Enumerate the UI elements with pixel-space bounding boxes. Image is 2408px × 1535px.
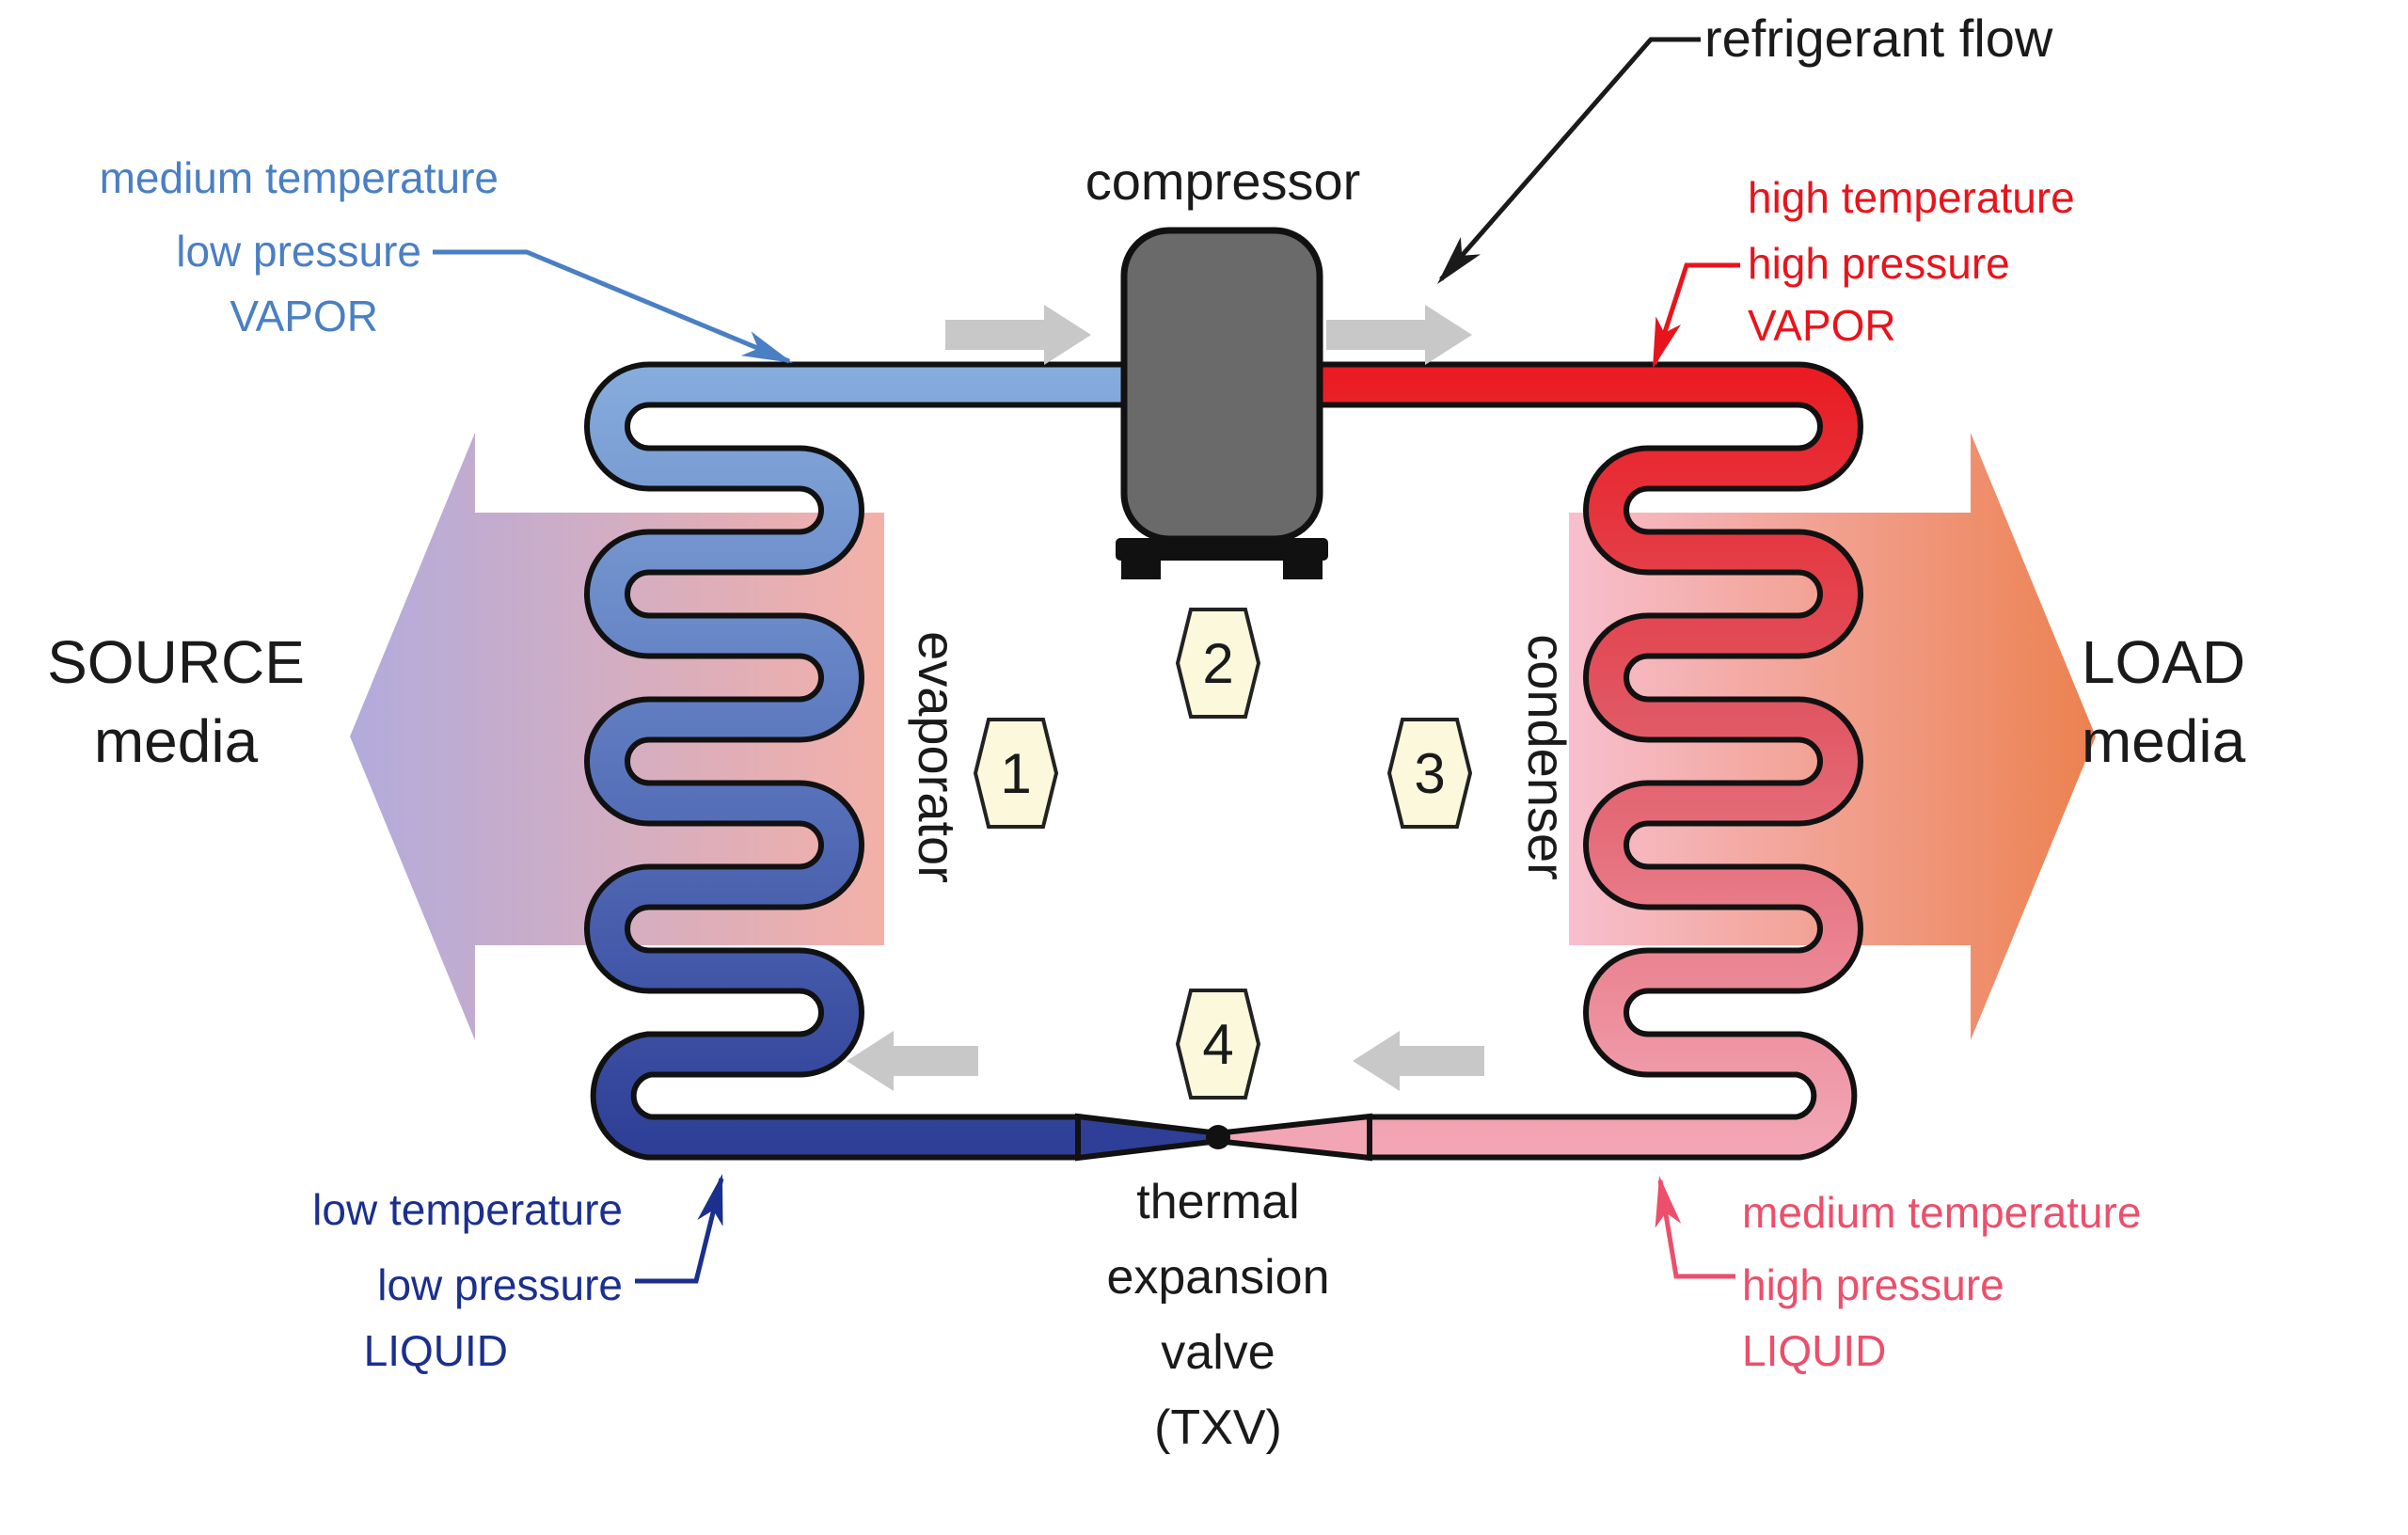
txv-line2: expansion: [1106, 1250, 1329, 1305]
discharge-state-label: high temperature high pressure VAPOR: [1748, 173, 2075, 350]
compressor-label: compressor: [1085, 151, 1361, 211]
cycle-point-2-badge: 2: [1175, 608, 1261, 719]
liquid-medium-line1: medium temperature: [1742, 1188, 2141, 1237]
condenser-coil: [1223, 367, 1858, 1155]
leader-line-refrigerant-flow: [1439, 37, 1701, 281]
txv-line3: valve: [1161, 1325, 1275, 1380]
compressor-body: [1120, 227, 1323, 543]
cycle-point-2-number: 2: [1202, 632, 1233, 695]
cycle-point-3-number: 3: [1414, 742, 1445, 805]
source-line2: media: [94, 707, 259, 775]
compressor-base-bar: [1116, 538, 1328, 561]
txv-line4: (TXV): [1154, 1400, 1282, 1455]
cycle-point-1-number: 1: [1000, 742, 1031, 805]
flow-left-arrow-icon: [847, 1031, 978, 1091]
suction-state-label: medium temperature low pressure VAPOR: [100, 153, 499, 340]
leader-arrow-icon: [1655, 1176, 1682, 1228]
liquid-low-state-label: low temperature low pressure LIQUID: [312, 1185, 623, 1375]
condenser-label: condenser: [1517, 634, 1576, 880]
leader-line-liquid-low: [635, 1178, 724, 1284]
liquid-medium-state-label: medium temperature high pressure LIQUID: [1742, 1188, 2141, 1375]
suction-line3: VAPOR: [230, 292, 378, 340]
load-line2: media: [2082, 707, 2246, 775]
liquid-medium-line2: high pressure: [1742, 1260, 2004, 1309]
txv-liquid-low-taper: [1075, 1113, 1214, 1162]
liquid-low-line3: LIQUID: [364, 1326, 508, 1375]
evaporator-label: evaporator: [908, 631, 967, 883]
liquid-low-line1: low temperature: [312, 1185, 623, 1234]
cycle-point-1-badge: 1: [973, 718, 1059, 829]
cycle-point-4-number: 4: [1202, 1013, 1233, 1076]
load-media-label: LOAD media: [2082, 628, 2246, 775]
liquid-medium-line3: LIQUID: [1742, 1326, 1886, 1375]
cycle-point-3-badge: 3: [1386, 718, 1473, 829]
suction-line2: low pressure: [176, 227, 421, 276]
leader-arrow-icon: [740, 331, 793, 363]
flow-right-arrow-icon: [945, 305, 1091, 365]
discharge-line3: VAPOR: [1748, 301, 1896, 350]
flow-left-arrow-icon: [1353, 1031, 1484, 1091]
cycle-point-4-badge: 4: [1175, 989, 1261, 1100]
source-line1: SOURCE: [47, 628, 305, 696]
load-line1: LOAD: [2082, 628, 2245, 696]
leader-arrow-icon: [697, 1174, 723, 1226]
txv-liquid-medium-taper: [1222, 1113, 1372, 1162]
txv-label: thermal expansion valve (TXV): [1106, 1175, 1329, 1455]
compressor-foot-right: [1283, 557, 1323, 579]
txv-orifice-dot: [1206, 1125, 1230, 1149]
flow-right-arrow-icon: [1326, 305, 1472, 365]
txv-line1: thermal: [1136, 1175, 1299, 1229]
leader-line-discharge: [1652, 262, 1740, 365]
discharge-line2: high pressure: [1748, 239, 2010, 288]
suction-line1: medium temperature: [100, 153, 499, 202]
compressor-foot-left: [1121, 557, 1161, 579]
refrigerant-flow-label: refrigerant flow: [1704, 8, 2053, 68]
leader-line-liquid-medium: [1657, 1179, 1735, 1279]
leader-line-suction: [433, 249, 790, 364]
leader-arrow-icon: [1437, 237, 1481, 284]
liquid-low-line2: low pressure: [377, 1260, 623, 1309]
evaporator-coil: [590, 367, 1223, 1155]
discharge-line1: high temperature: [1748, 173, 2075, 222]
source-media-label: SOURCE media: [47, 628, 305, 775]
leader-arrow-icon: [1653, 316, 1682, 369]
